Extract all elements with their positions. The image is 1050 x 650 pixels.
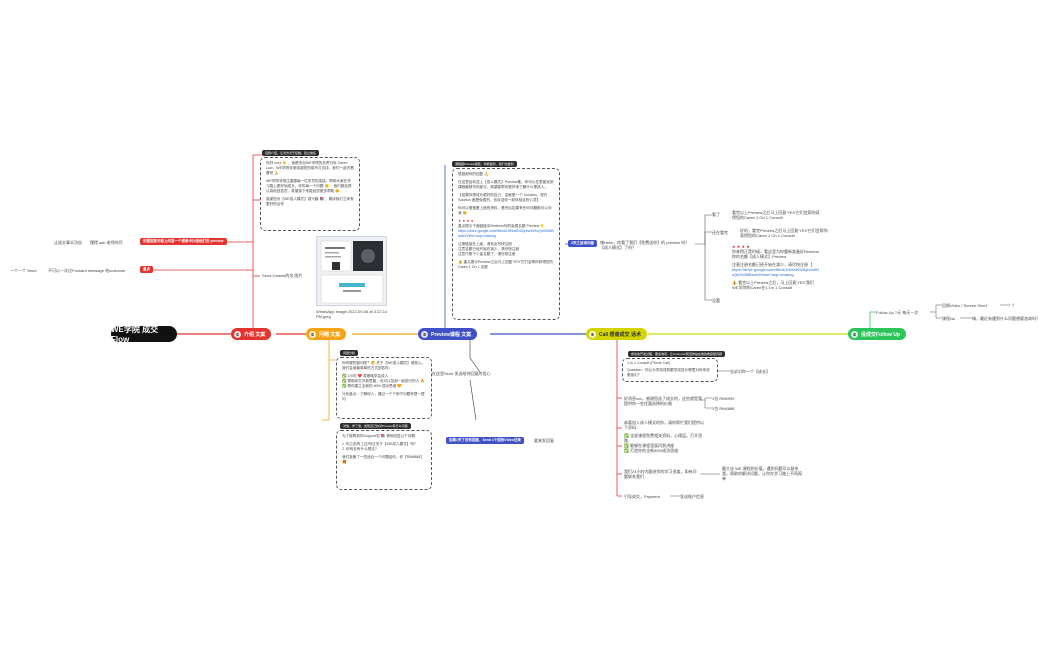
preview-resend-button[interactable]: 如果1天了没有回复，Send 1个回你Video过来 xyxy=(446,437,524,444)
whatsapp-image[interactable] xyxy=(316,236,387,306)
branch-number: ① xyxy=(234,330,241,338)
problem2-p4: 我们准备了一些适合一个问题给你，你【RM8888】 🎁 xyxy=(342,455,424,464)
none-text2: 注意注册名额已经开始在减少，请尽快注册 ❗ xyxy=(732,262,815,267)
preview-box: 很感谢你的回复 🙏 在这里给你送上【成人模式】Preview集，你可以在里面找到… xyxy=(452,168,560,320)
branch-call[interactable]: ④ Call 感谢成交 话术 xyxy=(586,328,647,340)
notyet-label: 还在看完 xyxy=(712,230,728,235)
problem1-c2: ✅ 帮助你打开新思路，也可以找到一起前行的人 🔥 xyxy=(342,379,425,383)
problem-box2: 为了能帮到你Support您 📚 请你回答以下问题： 1. 你之前有上过/听过关… xyxy=(336,430,432,490)
branch-label: 问题 文案 xyxy=(319,331,341,338)
pay-a: 引导成交，Payment xyxy=(624,494,660,499)
left-row1-tag[interactable]: 依据回复问卷上问答一个感谢卡片给他们去 preview xyxy=(140,238,227,245)
preview-side-right: 要来发回复 xyxy=(534,438,554,443)
branch-label: Call 感谢成交 话术 xyxy=(599,331,641,338)
left-row1-b: 懂得 ask 老师的问 xyxy=(90,240,123,245)
branch-number: ⑤ xyxy=(851,330,858,338)
preview-p9: ⚠️ 重点提示Preview之后马上回复'YES'它们会帮你获得您的Caren … xyxy=(458,260,554,269)
branch-number: ④ xyxy=(589,330,596,338)
none-block: ★ ★ ★ ★ 你来得正是时候，看这里为你重新准备好Redeem 你的名额【成人… xyxy=(732,244,820,290)
problem1-c1: ✅ 2小时 ❤️ 零基础学会成人 xyxy=(342,374,389,378)
notyet-text: 好的，看完Preview之后马上回复'YES'它们会帮你获得您的Caren 1 … xyxy=(740,228,828,238)
intro-p1: 你好 xxxx 👋 ，我是来自WE学院的负责分析 Caren Low，WE学院非… xyxy=(266,161,354,175)
preview-p7: 注意名额已经开始在减少，请尽快注册 xyxy=(458,247,520,251)
call-c2-right: 告诉对你一个【成长】 xyxy=(730,369,770,374)
send-card-label: Send Carenk的名 图片 xyxy=(262,273,303,278)
call-box: 1 to 1 Consult (Phone Call) Question：你认为… xyxy=(622,358,718,382)
problem2-p1: 为了能帮到你Support您 📚 请你回答以下问题： xyxy=(342,434,419,438)
left-row1-a: 让成交事半功倍 xyxy=(54,240,82,245)
branch-label: 没成交Follow Up xyxy=(861,331,900,338)
price-intro: 好消息xxx，感谢您选了成交的，这些就是我提供你一些优惠选择的价格 xyxy=(624,396,702,406)
after-preview-tag[interactable]: 3天之后询问看 xyxy=(568,240,597,247)
problem-caption2: 对他，学了他，发现自己的对Preview有什么问题 xyxy=(340,423,411,429)
call-caption: 成功的开发过程，要多询问，让Customer知道你站在他的角度想问题 xyxy=(628,351,726,357)
follow-q1: 回馈Video / Screen Short xyxy=(942,303,987,308)
intro-p2: WE学院非常注重跟每一位学员的连接，帮助大家在学习路上更好地成长，你的每一个问题… xyxy=(266,179,352,193)
problem-caption1: 问题分析 xyxy=(340,350,359,356)
pay-b: 发送账户信息 xyxy=(680,494,704,499)
business-card-image xyxy=(320,240,384,304)
branch-intro[interactable]: ① 介绍 文案 xyxy=(231,328,272,340)
call-c1: 1 to 1 Consult (Phone Call) xyxy=(627,361,671,365)
none-text: 你来得正是时候，看这里为你重新准备好Redeem 你的名额【成人模式】Previ… xyxy=(732,249,820,259)
preview-p8: 注意只剩下少量名额了，请尽快注册 xyxy=(458,252,516,256)
after-preview-text: 嗨Hello，你看了我们【免费送你】的 preview 吗？【成人模式】了吗？ xyxy=(600,240,690,250)
image-caption: WhatsApp Image 2022-09-06 at 3.22.14 PM.… xyxy=(316,309,388,319)
benefit-1: ✅ 全部课程免费相关资料，心理层，打开思路 xyxy=(624,433,703,443)
none-stars: ★ ★ ★ ★ xyxy=(732,244,750,249)
preview-url[interactable]: https://drive.google.com/file/d/1Hi9a9DZ… xyxy=(458,229,554,238)
preview-p1: 很感谢你的回复 🙏 xyxy=(458,172,489,176)
branch-number: ② xyxy=(309,330,316,338)
none-note: ⚠️ 看完以上Preview之后，马上回复'YES'我们WE学院的Caren在1… xyxy=(732,280,814,290)
preview-p3: 【如果你想成为更好的自己，这就是一个 Solution，现在 Solution … xyxy=(458,193,548,202)
root-node[interactable]: WE学院 成交 Flow xyxy=(111,325,177,344)
benefit-2: ✅ 能够在课程里面问到讲座 xyxy=(624,443,675,448)
problem1-p2: 分析盘点：了解他人，通过一个个例子问题来提一提问 xyxy=(342,392,425,401)
preview-stars: ★ ★ ★ ★ xyxy=(458,219,474,223)
intro-p3: 感谢您对【WE成人模式】感兴趣 📚 ，期待我们之间有更好的合作 xyxy=(266,197,354,206)
preview-p4: 你可以慢慢看上面的资料，看完后如果有任何问题都可以问我 😊 xyxy=(458,206,552,215)
benefit-3: ✅ 打造你的全新80%成功思维 xyxy=(624,448,679,453)
benefit-block: 恭喜加入成人模式的你，请你帮忙我们提供以下资料： ✅ 全部课程免费相关资料，心理… xyxy=(624,420,704,453)
preview-p2: 在这里给你送上【成人模式】Preview集，你可以在里面找到课程最精华的部分，希… xyxy=(458,180,554,189)
call-c2: Question：你认为学成成熟跟学成成长哪里对你来说更吸引？ xyxy=(627,368,710,377)
branch-number: ③ xyxy=(421,330,428,338)
price-1: 1位 RM5999 xyxy=(712,396,735,401)
branch-label: Preview课程 文案 xyxy=(431,331,472,338)
branch-problem[interactable]: ② 问题 文案 xyxy=(306,328,347,340)
follow-a-right: 最大化 WE 课程的价值，遇到问题可以联系我，帮助你解决问题，让你在学习路上不再… xyxy=(722,466,802,481)
intro-caption: 自我介绍，让对方对于接触，建立信任 xyxy=(262,150,320,156)
preview-side-text: 在这里Send 发送给你回复的信心 xyxy=(432,371,491,376)
problem1-p1: 你有哪些疑问呢？🤔 关于【WE成人模式】请放心，我们会用最简单的方式回答你： xyxy=(342,361,426,370)
intro-box: 你好 xxxx 👋 ，我是来自WE学院的负责分析 Caren Low，WE学院非… xyxy=(260,157,360,231)
watched-text: 看完以上Preview之后马上回复'YES'它们会帮你获得您的Caren 1 O… xyxy=(732,210,820,220)
follow-q2: 课程No xyxy=(942,316,956,321)
branch-preview[interactable]: ③ Preview课程 文案 xyxy=(418,328,478,340)
left-row2-a: 一个一个 Send xyxy=(10,268,37,273)
none-label: 没看 xyxy=(712,298,720,303)
problem-box1: 你有哪些疑问呢？🤔 关于【WE成人模式】请放心，我们会用最简单的方式回答你： ✅… xyxy=(336,357,432,419)
benefit-head: 恭喜加入成人模式的你，请你帮忙我们提供以下资料： xyxy=(624,420,704,430)
follow-q2-right: 嗨，最近有遇到什么问题想要咨询吗？ xyxy=(972,316,1040,321)
preview-caption: 课程跟Preview视频，你能做到，我们也做到 xyxy=(452,161,517,167)
problem2-p2: 1. 你之前有上过/听过关于【WE成人模式】吗？ xyxy=(342,442,418,446)
preview-p6: 注册链接在上面，请务必尽快注册 xyxy=(458,242,512,246)
follow-q1-suffix: ？？ xyxy=(1008,303,1016,308)
watched-label: 看了 xyxy=(712,212,720,217)
left-row2-b: 不可以一次过Forward message 给customer xyxy=(48,268,126,273)
branch-follow-up[interactable]: ⑤ 没成交Follow Up xyxy=(848,328,906,340)
follow-a: 我们24小时内跟进你的学习进度，如有问题联系我们 xyxy=(624,469,697,479)
left-row2-tag[interactable]: 重点 xyxy=(140,266,153,273)
branch-label: 介绍 文案 xyxy=(244,331,266,338)
preview-p5: 重点提示下面链接中Redeem你的免费名额 Preview 👇 xyxy=(458,224,545,228)
problem1-c3: ✅ 帮你建立全新的 80% 成功思维 🧡 xyxy=(342,384,402,388)
price-2: 2位 RM4888 xyxy=(712,406,735,411)
none-url[interactable]: https://drive.google.com/file/d/1Hi9a9DZ… xyxy=(732,267,819,277)
follow-up-label: Follow Up 7天 每天一次 xyxy=(876,310,919,315)
problem2-p3: 2. 你有没有什么想法？ xyxy=(342,447,379,451)
